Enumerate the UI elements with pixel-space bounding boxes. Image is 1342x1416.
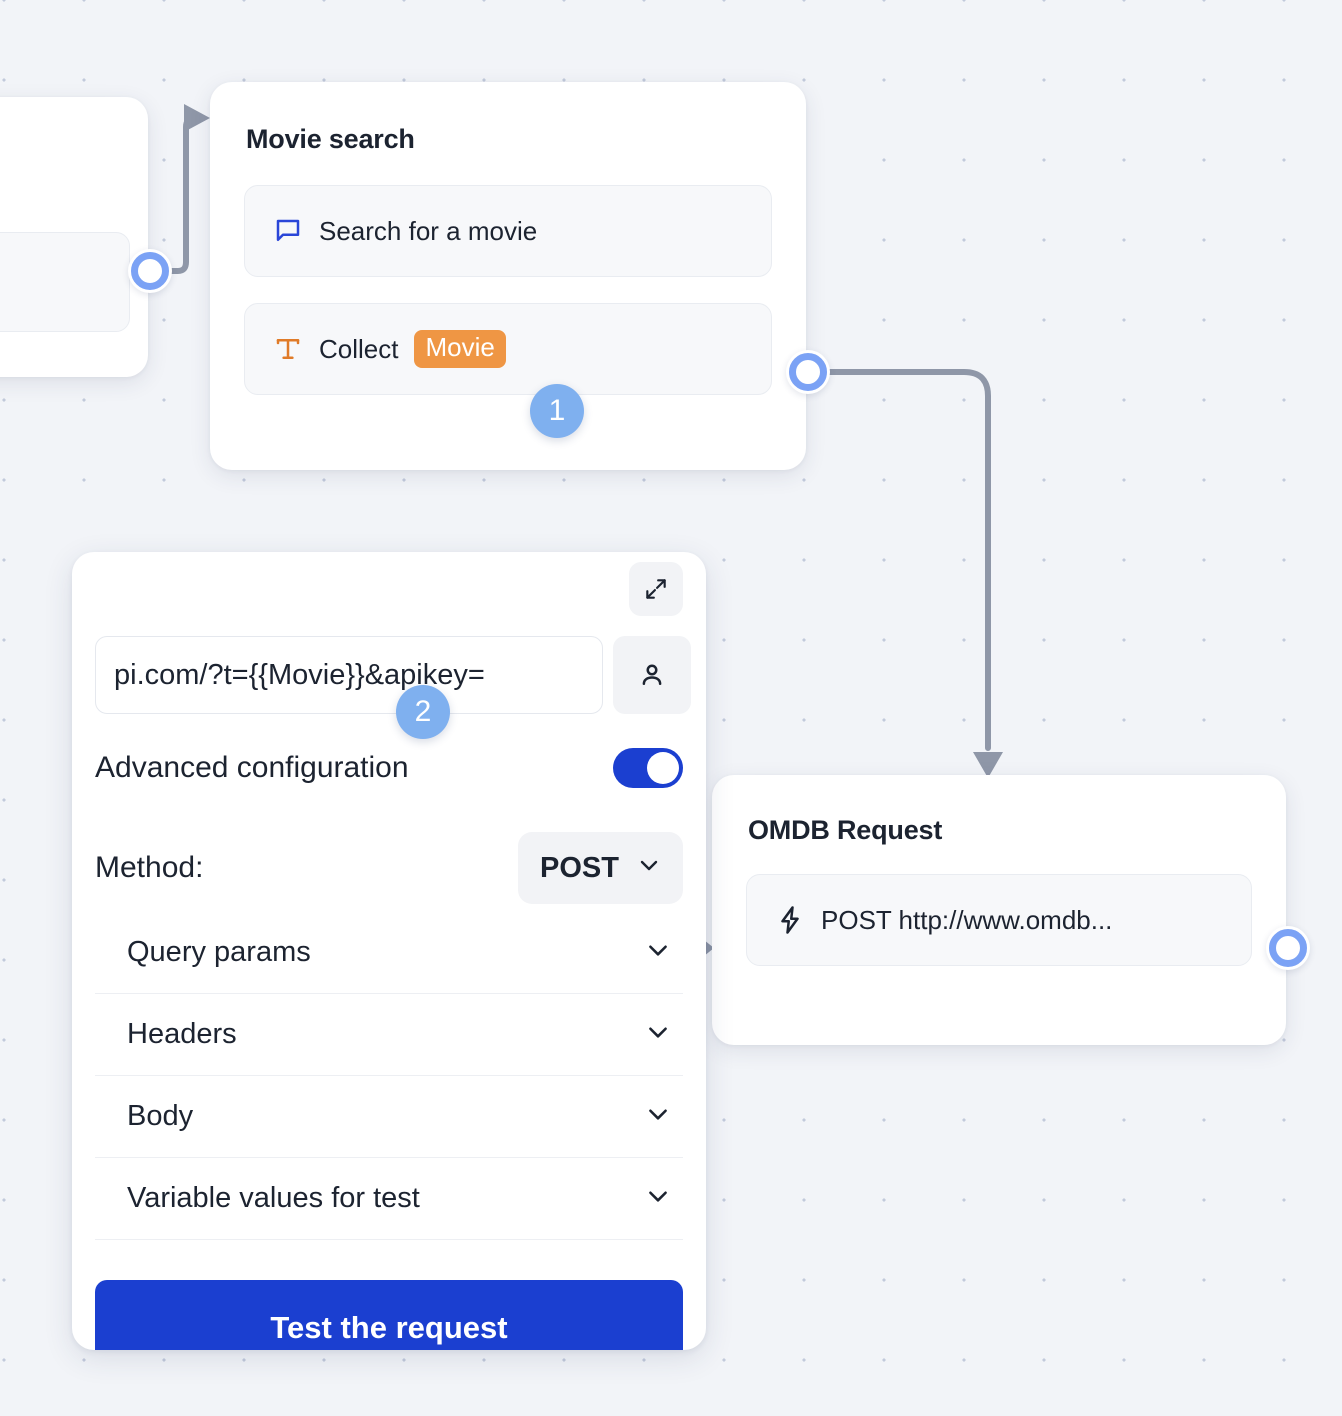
node-title-movie-search: Movie search bbox=[246, 124, 415, 154]
node-row-collect-movie[interactable]: Collect Movie bbox=[244, 303, 772, 395]
request-config-panel[interactable]: Advanced configuration Method: POST Quer… bbox=[72, 552, 706, 1350]
accordion-label: Body bbox=[127, 1100, 194, 1132]
message-bubble-icon bbox=[273, 216, 303, 246]
method-row: Method: POST bbox=[95, 832, 683, 904]
lightning-bolt-icon bbox=[775, 905, 805, 935]
wire-left-to-movie-search bbox=[169, 115, 196, 274]
accordion-label: Headers bbox=[127, 1018, 237, 1050]
variable-chip-movie[interactable]: Movie bbox=[414, 330, 506, 368]
node-port-movie-search-output[interactable] bbox=[786, 350, 830, 394]
chevron-down-icon bbox=[645, 1101, 671, 1132]
node-card-omdb-request[interactable]: OMDB Request POST http://www.omdb... bbox=[712, 775, 1286, 1045]
node-row-label: POST http://www.omdb... bbox=[821, 904, 1113, 935]
step-badge-1: 1 bbox=[530, 384, 584, 438]
person-icon[interactable] bbox=[613, 636, 691, 714]
advanced-configuration-label: Advanced configuration bbox=[95, 751, 409, 784]
method-selected-value: POST bbox=[540, 851, 619, 884]
partial-node-row[interactable] bbox=[0, 232, 130, 332]
node-port-left-card-output[interactable] bbox=[128, 249, 172, 293]
expand-diagonal-icon[interactable] bbox=[629, 562, 683, 616]
method-label: Method: bbox=[95, 851, 204, 884]
accordion-item-query-params[interactable]: Query params bbox=[95, 912, 683, 994]
arrowhead-movie-search bbox=[184, 104, 210, 132]
node-card-movie-search[interactable]: Movie search Search for a movie Collect … bbox=[210, 82, 806, 470]
request-url-input[interactable] bbox=[95, 636, 603, 714]
node-row-search-for-a-movie[interactable]: Search for a movie bbox=[244, 185, 772, 277]
accordion-item-variable-values-for-test[interactable]: Variable values for test bbox=[95, 1158, 683, 1240]
method-select[interactable]: POST bbox=[518, 832, 683, 904]
advanced-configuration-row[interactable]: Advanced configuration bbox=[95, 748, 683, 788]
chevron-down-icon bbox=[645, 1183, 671, 1214]
accordion-label: Variable values for test bbox=[127, 1182, 420, 1214]
test-the-request-button[interactable]: Test the request bbox=[95, 1280, 683, 1350]
node-row-label: Search for a movie bbox=[319, 215, 538, 246]
wire-movie-search-to-omdb bbox=[825, 369, 991, 751]
node-port-omdb-request-output[interactable] bbox=[1266, 926, 1310, 970]
accordion-item-body[interactable]: Body bbox=[95, 1076, 683, 1158]
step-badge-2: 2 bbox=[396, 685, 450, 739]
text-type-icon bbox=[273, 334, 303, 364]
chevron-down-icon bbox=[645, 937, 671, 968]
accordion-label: Query params bbox=[127, 936, 311, 968]
accordion-item-headers[interactable]: Headers bbox=[95, 994, 683, 1076]
url-row[interactable] bbox=[95, 636, 691, 714]
partial-node-card[interactable] bbox=[0, 97, 148, 377]
chevron-down-icon bbox=[637, 852, 661, 885]
chevron-down-icon bbox=[645, 1019, 671, 1050]
node-row-post-request[interactable]: POST http://www.omdb... bbox=[746, 874, 1252, 966]
advanced-configuration-toggle[interactable] bbox=[613, 748, 683, 788]
node-row-label: Collect bbox=[319, 333, 399, 364]
node-title-omdb-request: OMDB Request bbox=[748, 815, 943, 845]
request-sections-accordion: Query params Headers Body Variable value… bbox=[95, 912, 683, 1240]
